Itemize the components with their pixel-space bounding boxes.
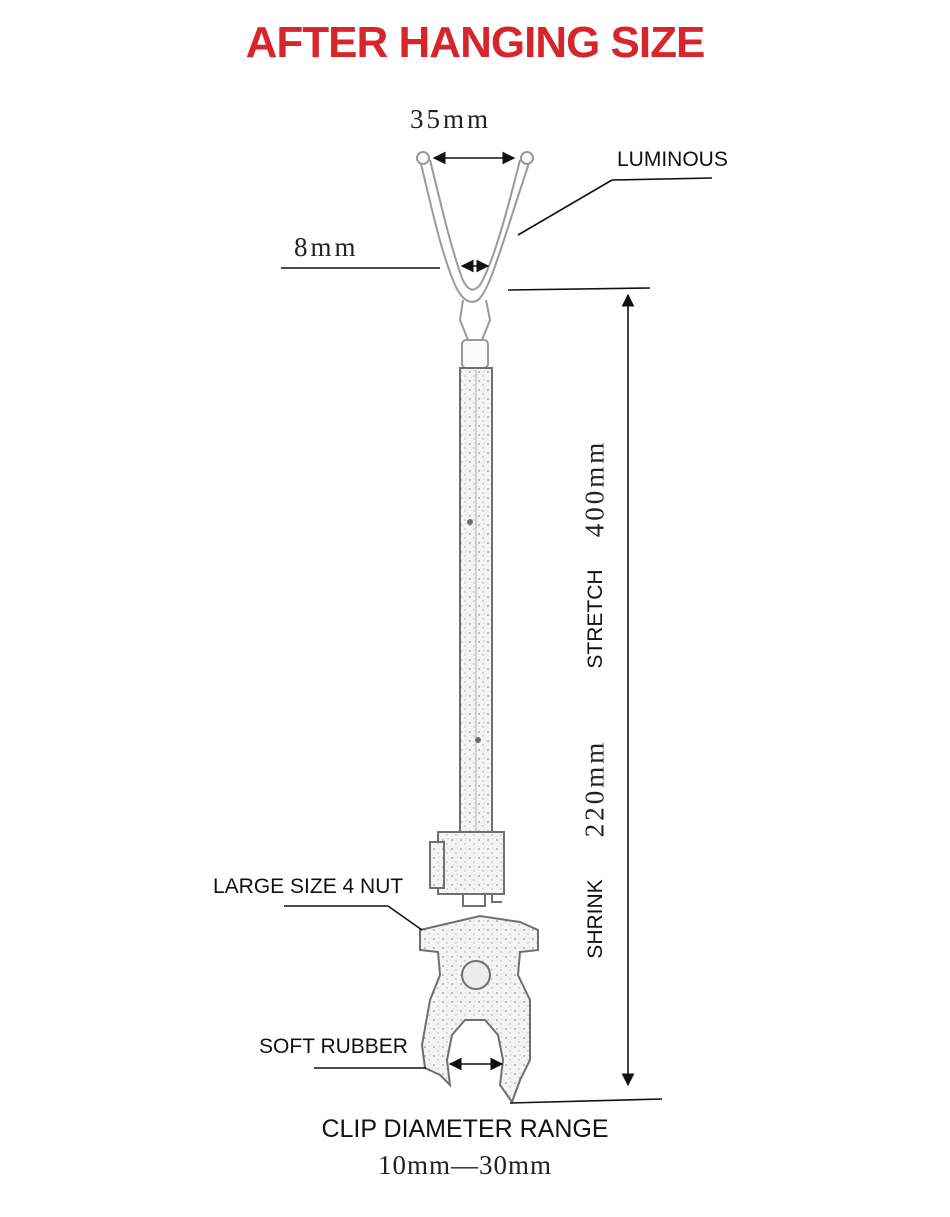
clip-range-title: CLIP DIAMETER RANGE xyxy=(321,1115,609,1143)
label-shrink: SHRINK xyxy=(584,879,607,959)
ext-bottom xyxy=(509,1098,663,1104)
label-tip-gap: 8mm xyxy=(294,232,359,262)
label-nut: LARGE SIZE 4 NUT xyxy=(213,875,404,898)
label-soft-rubber: SOFT RUBBER xyxy=(259,1035,408,1058)
clip-head xyxy=(419,831,539,1105)
label-stretch: STRETCH xyxy=(584,569,607,669)
ext-top xyxy=(507,287,651,291)
luminous-v-holder xyxy=(416,151,534,369)
dimension-lines xyxy=(281,151,713,1104)
leader-luminous xyxy=(517,179,613,236)
leader-nut-diag xyxy=(387,905,423,931)
clip-range-value: 10mm—30mm xyxy=(377,1150,552,1180)
leader-luminous-shelf xyxy=(611,177,713,181)
page-title: AFTER HANGING SIZE xyxy=(245,18,706,67)
telescopic-pole xyxy=(459,367,493,839)
label-stretch-value: 400mm xyxy=(579,439,610,538)
label-luminous: LUMINOUS xyxy=(617,148,728,171)
label-top-width: 35mm xyxy=(410,104,492,134)
label-shrink-value: 220mm xyxy=(579,739,610,838)
